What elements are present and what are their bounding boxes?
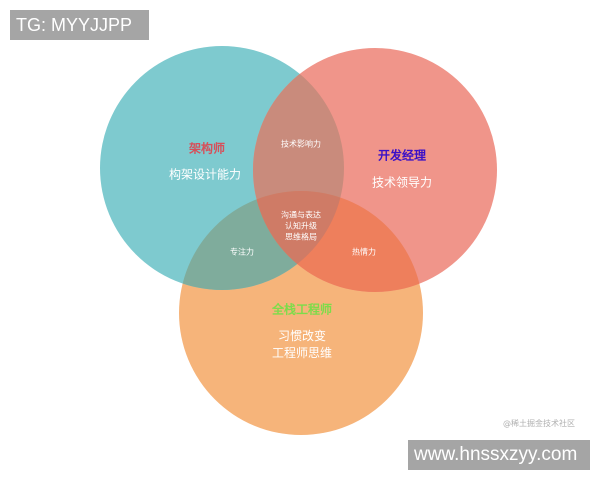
- fullstack-text-line: 习惯改变: [277, 329, 327, 343]
- credit-text: @稀土掘金技术社区: [503, 419, 575, 428]
- center-line: 沟通与表达: [281, 210, 321, 220]
- watermark-url: www.hnssxzyy.com: [408, 440, 590, 470]
- dev-manager-title: 开发经理: [377, 148, 427, 163]
- overlap-center: 沟通与表达 认知升级 思维格局: [281, 210, 321, 243]
- center-line: 思维格局: [285, 232, 317, 242]
- fullstack-title: 全栈工程师: [271, 302, 333, 317]
- fullstack-text: 习惯改变 工程师思维: [272, 328, 332, 362]
- overlap-architect-manager: 技术影响力: [281, 139, 321, 149]
- overlap-architect-fullstack: 专注力: [230, 247, 254, 257]
- fullstack-text-line: 工程师思维: [271, 346, 333, 360]
- center-line: 认知升级: [285, 221, 317, 231]
- architect-title: 架构师: [188, 141, 226, 156]
- watermark-tag: TG: MYYJJPP: [10, 10, 149, 40]
- overlap-manager-fullstack: 热情力: [352, 247, 376, 257]
- dev-manager-text: 技术领导力: [371, 175, 433, 190]
- architect-text: 构架设计能力: [168, 167, 242, 182]
